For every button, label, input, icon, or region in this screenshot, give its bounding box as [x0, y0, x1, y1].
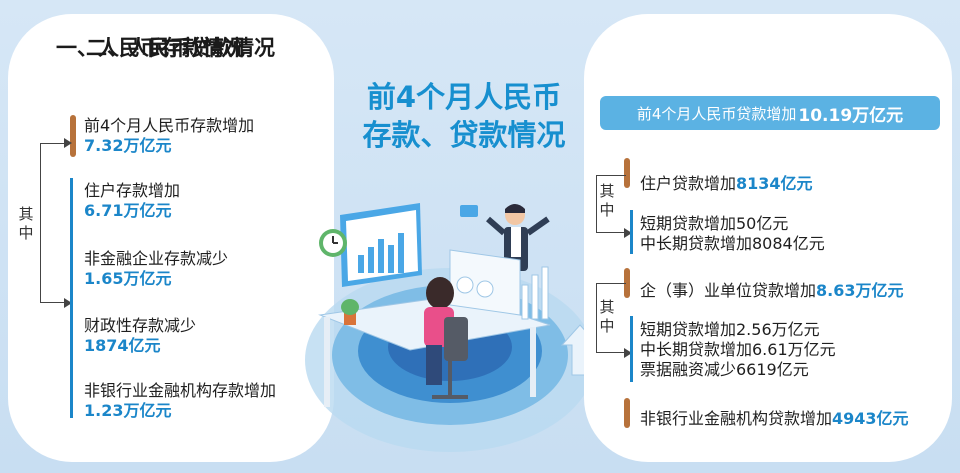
qizhong-label: 其 中 — [18, 205, 34, 242]
sub-items-line — [70, 178, 73, 418]
enterprises-arrow — [624, 348, 632, 358]
households-arrow — [624, 228, 632, 238]
list-item: 非金融企业存款减少 1.65万亿元 — [84, 249, 229, 288]
loan-title: 二、人民币贷款情况 — [86, 36, 275, 60]
page-title: 前4个月人民币 存款、贷款情况 — [362, 80, 566, 152]
bracket-arrow-bottom — [64, 298, 72, 308]
clock-icon — [319, 229, 347, 257]
enterprises-sub: 短期贷款增加2.56万亿元 中长期贷款增加6.61万亿元 票据融资减少6619亿… — [640, 320, 836, 379]
deposit-title: 一、人民币存款情况 — [56, 36, 245, 60]
monitor-icon — [340, 203, 422, 287]
deposit-total: 前4个月人民币存款增加 7.32万亿元 — [84, 116, 254, 156]
office-illustration — [305, 203, 600, 452]
loan-total-value: 10.19万亿元 — [798, 105, 904, 126]
nonbank-marker — [624, 398, 630, 428]
chat-icon — [460, 205, 478, 217]
loan-panel — [584, 14, 952, 462]
list-item: 财政性存款减少 1874亿元 — [84, 316, 197, 355]
bracket-arrow-top — [64, 138, 72, 148]
households-qizhong: 其 中 — [599, 182, 615, 219]
list-item: 住户存款增加 6.71万亿元 — [84, 181, 181, 220]
households-sub: 短期贷款增加50亿元 中长期贷款增加8084亿元 — [640, 214, 825, 253]
total-marker — [70, 115, 76, 157]
deposit-total-label: 前4个月人民币存款增加 — [84, 116, 255, 135]
enterprises-loan: 企（事）业单位贷款增加8.63万亿元 — [640, 281, 904, 300]
enterprises-marker — [624, 268, 630, 298]
plant-pot — [344, 313, 356, 325]
enterprises-sub-line — [630, 316, 633, 382]
qizhong-bracket — [40, 143, 66, 303]
deposit-total-value: 7.32万亿元 — [84, 136, 172, 155]
enterprises-bracket — [596, 283, 626, 353]
households-loan: 住户贷款增加8134亿元 — [640, 174, 813, 193]
households-marker — [624, 158, 630, 188]
enterprises-qizhong: 其 中 — [599, 298, 615, 335]
households-sub-line — [630, 210, 633, 254]
list-item: 非银行业金融机构存款增加 1.23万亿元 — [84, 381, 277, 420]
deposit-panel — [8, 14, 334, 462]
households-bracket — [596, 175, 626, 233]
woman-figure — [424, 277, 468, 399]
nonbank-loan: 非银行业金融机构贷款增加4943亿元 — [640, 409, 909, 428]
loan-total-label: 前4个月人民币贷款增加 — [636, 104, 797, 123]
